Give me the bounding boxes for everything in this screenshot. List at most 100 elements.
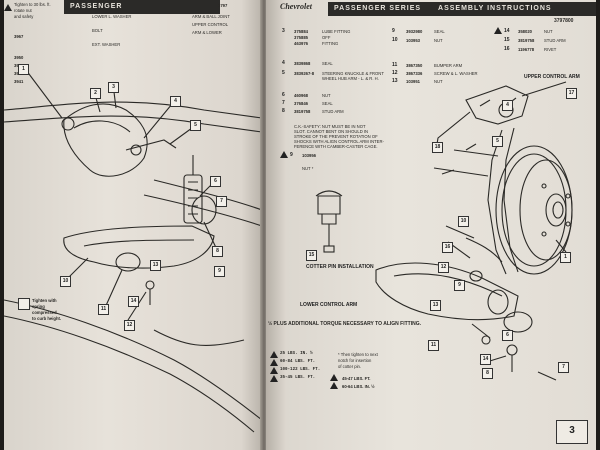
part-num: 11	[392, 62, 398, 68]
left-note-3: and safety	[14, 14, 34, 19]
tighten-next-note-3: of cotter pin.	[338, 364, 362, 369]
torque-spec-2: 60-84 LBS. FT.	[280, 360, 316, 364]
upper-control-arm-label: UPPER CONTROL ARM	[524, 74, 580, 80]
part-code: 375885	[294, 35, 308, 40]
left-callout-14: 14	[128, 296, 139, 307]
right-callout-16: 16	[442, 242, 453, 253]
left-note-2: rotate nut	[14, 8, 32, 13]
part-desc: NUT	[434, 38, 443, 43]
right-callout-13: 13	[430, 300, 441, 311]
part-code: 3839267-8	[294, 71, 315, 76]
tighten-next-note-1: * Then tighten to next	[338, 352, 378, 357]
part-code: 3839868	[294, 61, 311, 66]
tighten-next-note-2: notch for insertion	[338, 358, 372, 363]
part-num: 10	[392, 37, 398, 43]
left-text-4: ARM & BALL JOINT	[192, 14, 230, 19]
right-fig-number: 3797800	[554, 18, 574, 24]
part-code: 375884	[294, 29, 308, 34]
part-desc: SEAL	[434, 29, 445, 34]
right-callout-5: 5	[492, 136, 503, 147]
left-text-5: UPPER CONTROL	[192, 22, 229, 27]
torque-spec-3: 100-122 LBS. FT.	[280, 368, 321, 372]
part-num: 5	[282, 70, 285, 76]
part-desc: SEAL	[322, 101, 333, 106]
part-num: 9	[392, 28, 395, 34]
left-page: PASSENGER 3797 Tighten to 30 lbs. ft. ro…	[4, 0, 262, 450]
tighten-note-3: compressed	[32, 310, 57, 315]
warning-triangle-icon	[280, 151, 288, 158]
warning-triangle-icon	[4, 4, 12, 11]
ck-note-4: SHOCKS WITH ALIGN CONTROL ARM INTER-	[294, 139, 384, 144]
part-desc: BUMPER ARM	[434, 63, 463, 68]
warning-triangle-icon	[270, 351, 278, 358]
manual-book: PASSENGER 3797 Tighten to 30 lbs. ft. ro…	[4, 0, 596, 450]
right-callout-10: 10	[458, 216, 469, 227]
part-num: 3	[282, 28, 285, 34]
right-callout-11: 11	[428, 340, 439, 351]
left-callout-2: 2	[90, 88, 101, 99]
tighten-note-2: spring	[32, 304, 45, 309]
left-callout-4: 4	[170, 96, 181, 107]
part-desc: OFF	[322, 35, 331, 40]
cotter-num: 9	[290, 152, 293, 158]
part-code: 3819758	[518, 38, 535, 43]
left-callout-12: 12	[124, 320, 135, 331]
right-callout-17: 17	[566, 88, 577, 99]
part-num: 12	[392, 70, 398, 76]
left-text-3: EXT. WASHER	[92, 42, 121, 47]
page-number-box: 3	[556, 420, 588, 444]
ck-note-3: STROKE OF THE PREVENT ROTATION OF	[294, 134, 378, 139]
part-num: 8	[282, 108, 285, 114]
right-callout-6: 6	[502, 330, 513, 341]
lower-control-arm-label: LOWER CONTROL ARM	[300, 302, 358, 308]
right-callout-12: 12	[438, 262, 449, 273]
left-partnum-2: 3950	[14, 55, 24, 60]
part-code: 3932980	[406, 29, 423, 34]
part-code: 3867350	[406, 63, 423, 68]
right-callout-1: 1	[560, 252, 571, 263]
part-num: 6	[282, 92, 285, 98]
part-num: 7	[282, 100, 285, 106]
left-callout-7: 7	[216, 196, 227, 207]
left-callout-11: 11	[98, 304, 109, 315]
torque-spec-4: 35-45 LBS. FT.	[280, 376, 316, 380]
part-desc: STUD ARM	[322, 109, 344, 114]
torque-spec-right-1: 45-47 LBS. FT.	[342, 376, 371, 381]
cotter-pin-installation-label: COTTER PIN INSTALLATION	[306, 264, 374, 270]
header-series: PASSENGER SERIES	[334, 5, 422, 12]
part-code: 358020	[518, 29, 532, 34]
warning-triangle-icon	[330, 382, 338, 389]
warning-triangle-icon	[330, 374, 338, 381]
part-code: 376846	[294, 101, 308, 106]
plus-note: ½ PLUS ADDITIONAL TORQUE NECESSARY TO AL…	[268, 321, 421, 327]
right-page-header: PASSENGER SERIES ASSEMBLY INSTRUCTIONS	[328, 2, 596, 16]
left-callout-6: 6	[210, 176, 221, 187]
part-desc: NUT	[322, 93, 331, 98]
right-callout-14: 14	[480, 354, 491, 365]
page-number: 3	[569, 425, 575, 436]
header-title: ASSEMBLY INSTRUCTIONS	[438, 5, 552, 12]
part-code: 1196778	[518, 47, 535, 52]
ck-note-1: C.K.-SAFETY: NUT MUST BE IN NOT	[294, 124, 366, 129]
part-desc: SEAL	[322, 61, 333, 66]
chevrolet-logo: Chevrolet	[280, 2, 312, 11]
left-text-6: ARM & LOWER	[192, 30, 222, 35]
ck-note-2: SLOT. CANNOT BENT ON SHOULD IN	[294, 129, 369, 134]
warning-triangle-icon	[270, 359, 278, 366]
left-note-1: Tighten to 30 lbs. ft.	[14, 2, 51, 7]
left-callout-10: 10	[60, 276, 71, 287]
ck-note-5: FERENCE WITH CAMBER-CASTER CAGE.	[294, 144, 378, 149]
tighten-note-1: Tighten with	[32, 298, 57, 303]
part-desc: FITTING	[322, 41, 339, 46]
cotter-part-code: 103956	[302, 153, 316, 158]
right-callout-15: 15	[306, 250, 317, 261]
left-partnum-1: 3967	[14, 34, 24, 39]
torque-spec-right-2: 60-64 LBS. IN. ½	[342, 384, 375, 389]
tighten-note-marker	[18, 298, 30, 310]
warning-triangle-icon	[270, 375, 278, 382]
left-callout-9: 9	[214, 266, 225, 277]
tighten-note-4: to curb height.	[32, 316, 62, 321]
part-num: 4	[282, 60, 285, 66]
left-callout-13: 13	[150, 260, 161, 271]
right-callout-9: 9	[454, 280, 465, 291]
